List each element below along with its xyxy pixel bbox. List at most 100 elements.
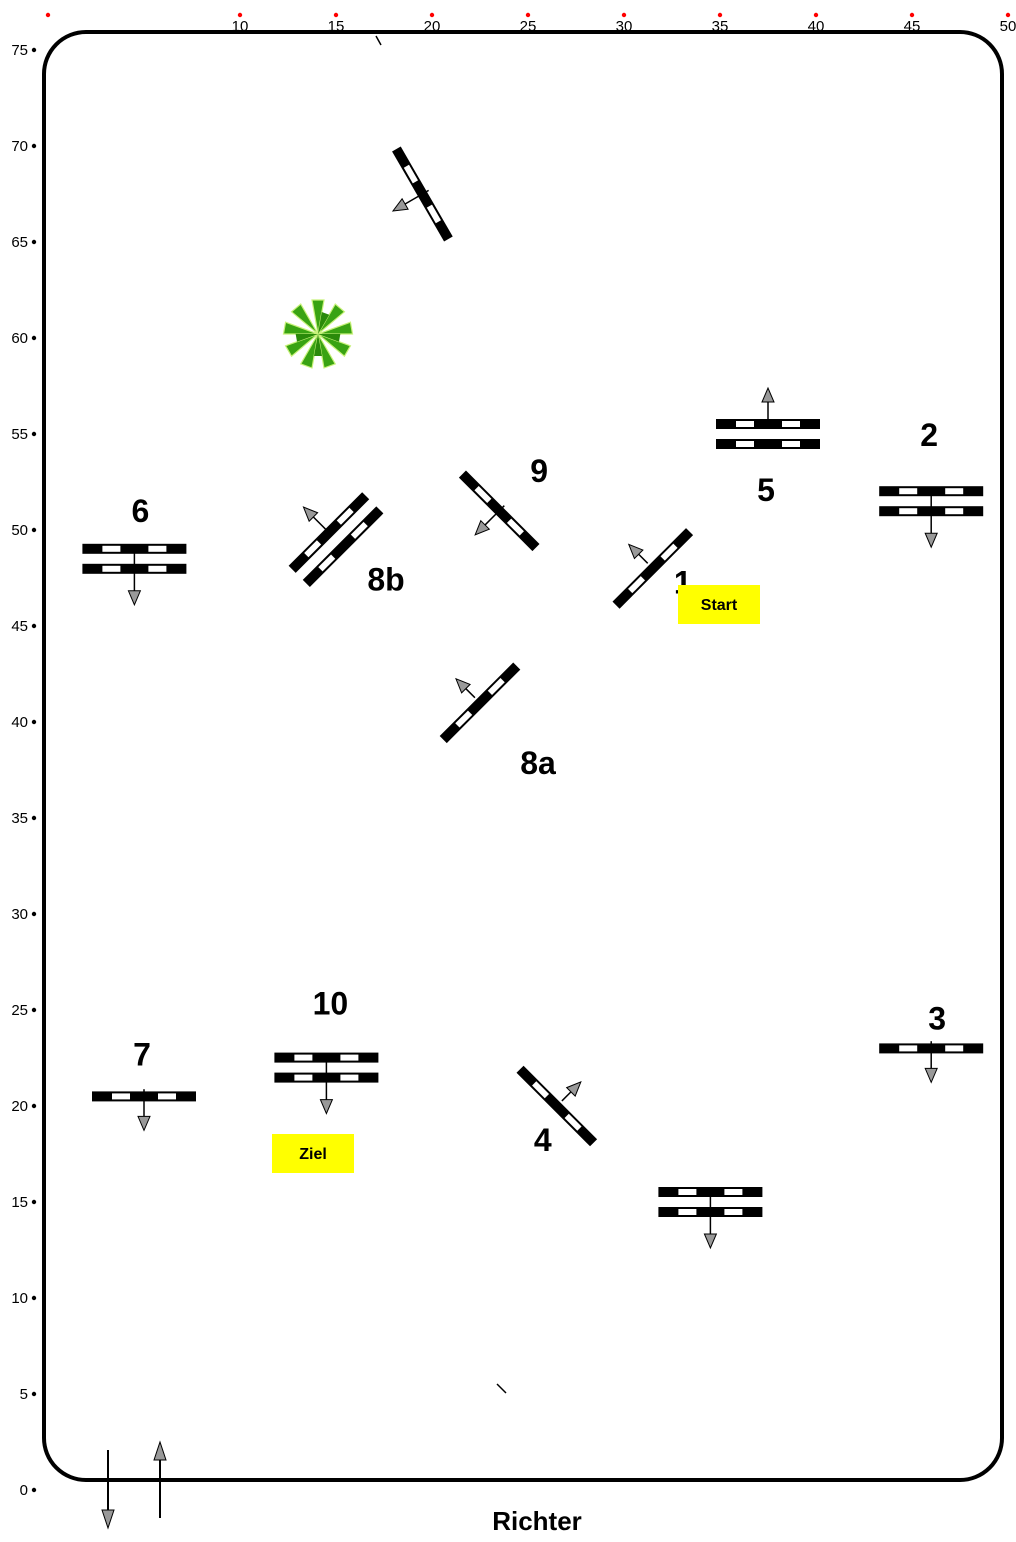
- y-tick-label: 0: [20, 1482, 28, 1499]
- obstacle-layer: 1 2 3 4 5 6 7 8a 8b 9 10: [82, 146, 984, 1250]
- y-tick-dot: [31, 335, 37, 341]
- x-tick-label: 30: [616, 18, 633, 35]
- obstacle-number: 8b: [367, 562, 404, 598]
- finish-tag-text: Ziel: [299, 1146, 327, 1163]
- direction-arrow-icon: [137, 1115, 151, 1132]
- direction-arrow-icon: [319, 1099, 334, 1115]
- entry-exit-arrows-icon: [101, 1440, 167, 1530]
- obstacle-7: 7: [92, 1036, 196, 1132]
- x-tick-label: 50: [1000, 18, 1016, 35]
- x-tick-dot: [813, 12, 819, 18]
- obstacle-2: 2: [879, 417, 984, 549]
- x-tick-dot: [525, 12, 531, 18]
- y-tick-label: 45: [11, 618, 28, 635]
- y-tick-dot: [31, 47, 37, 53]
- y-tick-label: 20: [11, 1098, 28, 1115]
- obstacle-number: 10: [313, 986, 349, 1022]
- obstacle-extra-top: [391, 146, 453, 242]
- direction-arrow-icon: [924, 1067, 938, 1084]
- y-tick-dot: [31, 1103, 37, 1109]
- y-tick-dot: [31, 815, 37, 821]
- x-tick-label: 45: [904, 18, 921, 35]
- obstacle-8a: 8a: [439, 662, 556, 781]
- y-tick-label: 30: [11, 906, 28, 923]
- x-tick-dot: [909, 12, 915, 18]
- obstacle-number: 6: [132, 493, 150, 529]
- x-tick-label: 10: [232, 18, 249, 35]
- arena-boundary: [42, 30, 1004, 1482]
- x-tick-label: 20: [424, 18, 441, 35]
- y-tick-dot: [31, 431, 37, 437]
- direction-arrow-icon: [391, 197, 409, 212]
- x-tick-dot: [237, 12, 243, 18]
- y-tick-dot: [31, 1295, 37, 1301]
- direction-arrow-icon: [761, 386, 775, 403]
- y-tick-dot: [31, 143, 37, 149]
- direction-arrow-icon: [455, 677, 471, 694]
- x-tick-dot: [333, 12, 339, 18]
- start-tag: Start: [678, 585, 760, 624]
- obstacle-3: 3: [879, 1000, 984, 1084]
- direction-arrow-icon: [474, 519, 491, 536]
- x-tick-dot: [621, 12, 627, 18]
- direction-arrow-icon: [565, 1081, 582, 1097]
- y-tick-dot: [31, 527, 37, 533]
- obstacle-extra-bottom: [658, 1187, 763, 1250]
- obstacle-1: 1: [612, 528, 694, 609]
- obstacle-bar: [516, 1065, 598, 1147]
- obstacle-number: 2: [920, 417, 938, 453]
- y-tick-label: 35: [11, 810, 28, 827]
- y-tick-label: 70: [11, 138, 28, 155]
- x-tick-dot: [717, 12, 723, 18]
- y-tick-label: 40: [11, 714, 28, 731]
- y-tick-dot: [31, 911, 37, 917]
- y-tick-label: 25: [11, 1002, 28, 1019]
- y-tick-dot: [31, 719, 37, 725]
- direction-arrow-icon: [703, 1233, 718, 1250]
- obstacle-9: 9: [458, 453, 548, 552]
- y-tick-dot: [31, 1007, 37, 1013]
- y-tick-dot: [31, 1487, 37, 1493]
- y-tick-dot: [31, 239, 37, 245]
- direction-arrow-icon: [302, 506, 319, 523]
- y-tick-label: 50: [11, 522, 28, 539]
- direction-arrow-icon: [127, 590, 142, 607]
- obstacle-number: 9: [530, 453, 548, 489]
- x-tick-label: 25: [520, 18, 537, 35]
- obstacle-8b: 8b: [288, 492, 405, 598]
- obstacle-6: 6: [82, 493, 187, 607]
- obstacle-5: 5: [716, 386, 820, 508]
- x-tick-label: 15: [328, 18, 345, 35]
- y-tick-label: 15: [11, 1194, 28, 1211]
- obstacle-number: 3: [928, 1000, 946, 1036]
- marker-stroke-bottom: [496, 1383, 507, 1394]
- finish-tag: Ziel: [272, 1134, 354, 1173]
- obstacle-bar: [716, 419, 820, 429]
- obstacle-number: 8a: [520, 745, 556, 781]
- x-tick-label: 40: [808, 18, 825, 35]
- obstacle-bar: [439, 662, 521, 744]
- y-tick-dot: [31, 1199, 37, 1205]
- obstacle-number: 7: [133, 1036, 151, 1072]
- direction-arrow-icon: [627, 543, 644, 560]
- marker-stroke-top: [375, 35, 382, 46]
- y-tick-label: 75: [11, 42, 28, 59]
- y-tick-dot: [31, 623, 37, 629]
- obstacle-bar: [716, 439, 820, 449]
- direction-arrow-icon: [924, 532, 938, 549]
- y-tick-label: 60: [11, 330, 28, 347]
- y-tick-dot: [31, 1391, 37, 1397]
- plant-decoration-icon: [282, 299, 354, 369]
- y-tick-label: 65: [11, 234, 28, 251]
- x-tick-dot: [1005, 12, 1011, 18]
- start-tag-text: Start: [701, 597, 738, 614]
- y-tick-label: 10: [11, 1290, 28, 1307]
- obstacle-number: 5: [757, 472, 775, 508]
- x-tick-dot: [429, 12, 435, 18]
- obstacle-number: 4: [534, 1122, 552, 1158]
- obstacle-4: 4: [516, 1065, 598, 1158]
- y-tick-label: 5: [20, 1386, 28, 1403]
- y-tick-label: 55: [11, 426, 28, 443]
